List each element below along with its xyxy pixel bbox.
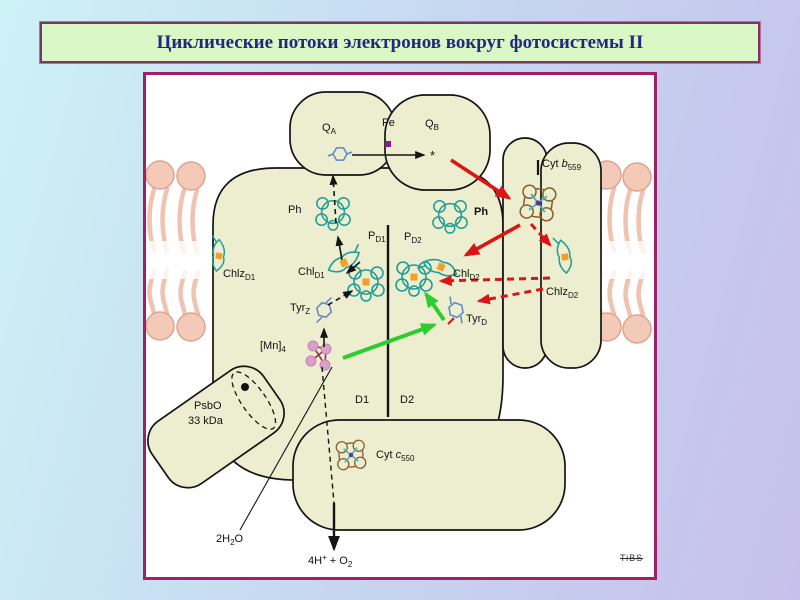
psii-figure-panel: QA Fe QB * Cyt b559 Ph Ph PD1 PD2 ChlzD1…: [143, 72, 657, 580]
slide-title-box: Циклические потоки электронов вокруг фот…: [39, 21, 761, 64]
fe-dot: [385, 141, 391, 147]
label-psbo-kda: 33 kDa: [188, 415, 223, 427]
label-qb: QB: [425, 118, 439, 132]
black-electron-arrows: [239, 151, 426, 552]
label-pd1: PD1: [368, 230, 386, 244]
label-water: 2H2O: [216, 533, 244, 547]
mn4-cluster-icon: [305, 340, 332, 371]
cytb559-column: [540, 142, 602, 369]
pd2-chlorophyll-icon: [395, 261, 433, 297]
psii-protein-complex: [147, 91, 602, 531]
label-protons: 4H+ + O2: [308, 553, 353, 569]
label-psbo: PsbO: [194, 400, 222, 412]
label-qa: QA: [322, 122, 336, 136]
qa-quinone-icon: [327, 147, 353, 161]
label-cyt-b559: Cyt b559: [542, 158, 582, 172]
lipid-heads: [146, 160, 652, 344]
label-d1: D1: [355, 394, 370, 406]
psii-diagram: [146, 91, 654, 552]
main-subunit-body: [212, 167, 504, 481]
psbo-dot: [241, 383, 249, 391]
red-cyclic-flow-arrows: [438, 158, 552, 325]
label-cyt-c550: Cyt c550: [376, 449, 415, 463]
tibs-watermark: TiBS: [620, 553, 644, 563]
label-ph-d1: Ph: [288, 204, 302, 216]
label-mn4: [Mn]4: [260, 340, 286, 354]
label-pd2: PD2: [404, 231, 422, 245]
pd1-chlorophyll-icon: [347, 266, 385, 302]
label-d2: D2: [400, 394, 415, 406]
label-tyr-z: TyrZ: [290, 302, 311, 316]
label-chl-d1: ChlD1: [298, 266, 325, 280]
green-return-arrows: [342, 291, 446, 360]
label-tyr-d: TyrD: [466, 313, 488, 327]
slide-title: Циклические потоки электронов вокруг фот…: [156, 31, 644, 53]
label-chl-d2: ChlD2: [453, 268, 480, 282]
label-chlz-d2: ChlzD2: [546, 286, 579, 300]
label-chlz-d1: ChlzD1: [223, 268, 256, 282]
psbo-cylinder: [147, 365, 285, 489]
qa-lobe: [289, 91, 396, 176]
cytc550-subunit: [292, 419, 566, 531]
label-fe: Fe: [382, 117, 395, 129]
label-ph-d2: Ph: [474, 206, 489, 218]
label-qb-semiquinone: *: [430, 148, 436, 163]
